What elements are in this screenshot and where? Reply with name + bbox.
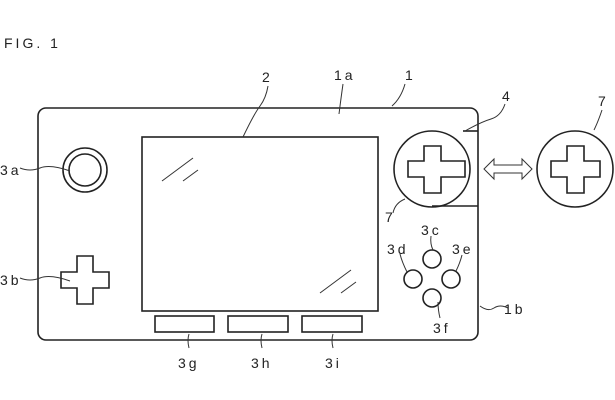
label-upper-housing: 1a	[334, 67, 356, 83]
button-3i	[301, 315, 363, 333]
label-screen: 2	[262, 69, 273, 85]
label-dpad: 3b	[0, 272, 22, 288]
detached-module	[536, 130, 614, 208]
dpad-icon	[60, 255, 110, 305]
label-button-i: 3i	[325, 355, 342, 371]
double-arrow-icon	[483, 157, 533, 181]
label-button-left: 3d	[387, 241, 409, 257]
label-analog-stick: 3a	[0, 162, 22, 178]
screen-glare-marks	[161, 157, 357, 294]
label-attached-module: 7	[385, 209, 396, 225]
label-detached-module: 7	[598, 93, 609, 109]
label-button-right: 3e	[452, 241, 474, 257]
label-lower-housing: 1b	[504, 301, 526, 317]
figure-title: FIG. 1	[4, 35, 61, 51]
button-3h	[227, 315, 289, 333]
button-3d	[403, 269, 423, 289]
attached-module	[393, 130, 471, 208]
screen	[141, 136, 379, 312]
label-button-g: 3g	[178, 355, 200, 371]
button-3e	[441, 269, 461, 289]
label-button-bottom: 3f	[433, 320, 451, 336]
label-device: 1	[405, 67, 416, 83]
label-button-top: 3c	[421, 222, 442, 238]
button-3g	[154, 315, 215, 333]
analog-stick	[62, 147, 108, 193]
leader-lines	[19, 83, 603, 349]
label-button-h: 3h	[251, 355, 273, 371]
button-3f	[422, 288, 442, 308]
device-housing	[37, 107, 479, 341]
label-slot: 4	[502, 88, 513, 104]
button-3c	[422, 249, 442, 269]
